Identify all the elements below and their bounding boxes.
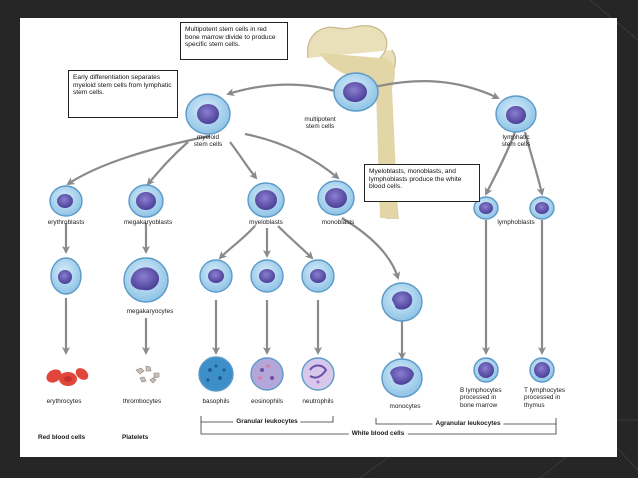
lymphoblasts-label: lymphoblasts <box>497 219 535 226</box>
granules <box>206 364 328 384</box>
basophils-label: basophils <box>202 398 230 405</box>
white-blood-cells-label: White blood cells <box>348 430 408 438</box>
monocytes-label: monocytes <box>389 403 421 410</box>
erythrocytes-label: erythrocytes <box>46 398 82 405</box>
myeloblasts-note: Myeloblasts, monoblasts, and lymphoblast… <box>364 164 480 202</box>
megakaryoblasts-label: megakaryoblasts <box>123 219 173 226</box>
platelets-label: Platelets <box>122 434 149 441</box>
myeloblasts-label: myeloblasts <box>249 219 283 226</box>
agranular-leukocytes-label: Agranular leukocytes <box>432 420 504 428</box>
eosinophils-label: eosinophils <box>251 398 283 405</box>
monoblasts-label: monoblasts <box>321 219 355 226</box>
lymphatic-stem-label: lymphatic stem cells <box>501 134 531 149</box>
thrombocytes-label: thrombocytes <box>122 398 162 405</box>
diagram-graphics <box>46 25 557 435</box>
cells <box>49 72 555 398</box>
megakaryocytes-label: megakaryocytes <box>126 308 174 315</box>
multipotent-note: Multipotent stem cells in red bone marro… <box>180 22 288 60</box>
early-differentiation-note: Early differentiation separates myeloid … <box>68 70 178 118</box>
multipotent-stem-label: multipotent stem cells <box>304 116 336 131</box>
diagram-panel: Multipotent stem cells in red bone marro… <box>20 18 617 457</box>
arrows <box>62 80 546 360</box>
thrombocyte-fragments <box>135 365 160 384</box>
t-lymphocytes-label: T lymphocytes processed in thymus <box>524 387 566 409</box>
erythroblasts-label: erythroblasts <box>47 219 85 226</box>
neutrophils-label: neutrophils <box>302 398 334 405</box>
b-lymphocytes-label: B lymphocytes processed in bone marrow <box>460 387 502 409</box>
myeloid-stem-label: myeloid stem cells <box>193 134 223 149</box>
granular-leukocytes-label: Granular leukocytes <box>233 418 301 426</box>
erythrocyte-cells <box>46 368 89 386</box>
red-blood-cells-label: Red blood cells <box>38 434 86 441</box>
